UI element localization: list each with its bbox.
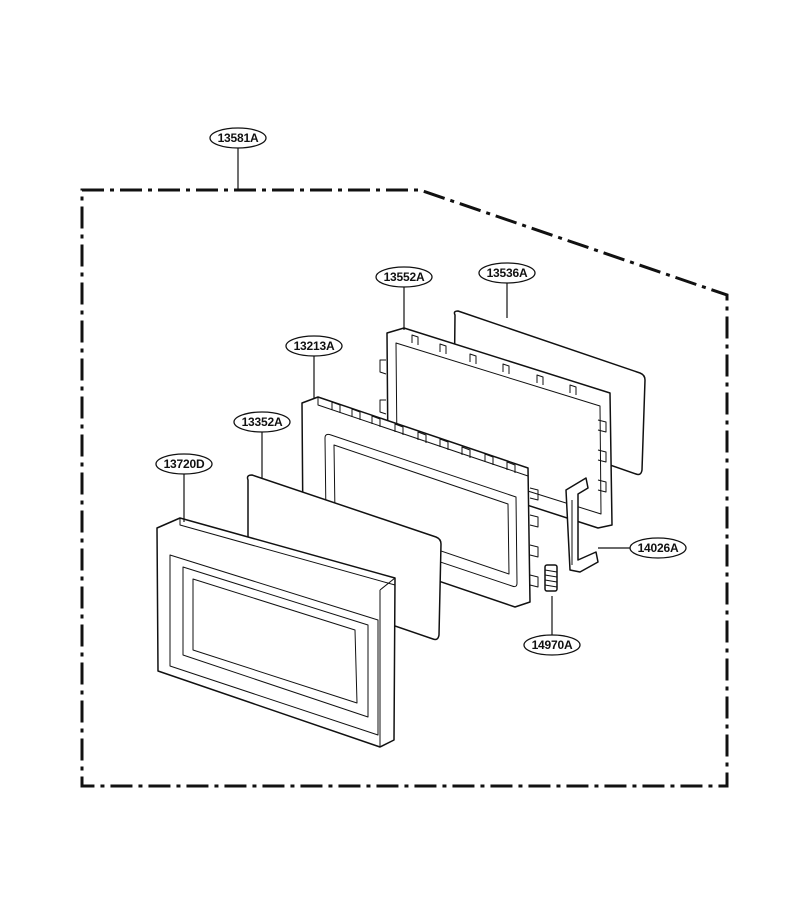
svg-text:13352A: 13352A (242, 415, 283, 429)
callout-13720D: 13720D (155, 453, 213, 475)
svg-text:13213A: 13213A (294, 339, 335, 353)
callout-13352A: 13352A (233, 411, 291, 433)
part-latch-hook (565, 477, 599, 573)
svg-text:13720D: 13720D (164, 457, 205, 471)
svg-text:14026A: 14026A (638, 541, 679, 555)
callout-13213A: 13213A (285, 335, 343, 357)
svg-text:14970A: 14970A (532, 638, 573, 652)
callout-13552A: 13552A (375, 266, 433, 288)
leader-lines (183, 148, 630, 635)
callout-14970A: 14970A (523, 634, 581, 656)
svg-text:13536A: 13536A (487, 266, 528, 280)
assembly-boundary (80, 188, 729, 788)
svg-text:13552A: 13552A (384, 270, 425, 284)
callout-13581A: 13581A (209, 127, 267, 149)
svg-text:13581A: 13581A (218, 131, 259, 145)
part-latch-spring (544, 564, 558, 592)
part-door-front (156, 517, 396, 748)
callout-13536A: 13536A (478, 262, 536, 284)
part-door-frame (301, 396, 539, 608)
callout-14026A: 14026A (629, 537, 687, 559)
